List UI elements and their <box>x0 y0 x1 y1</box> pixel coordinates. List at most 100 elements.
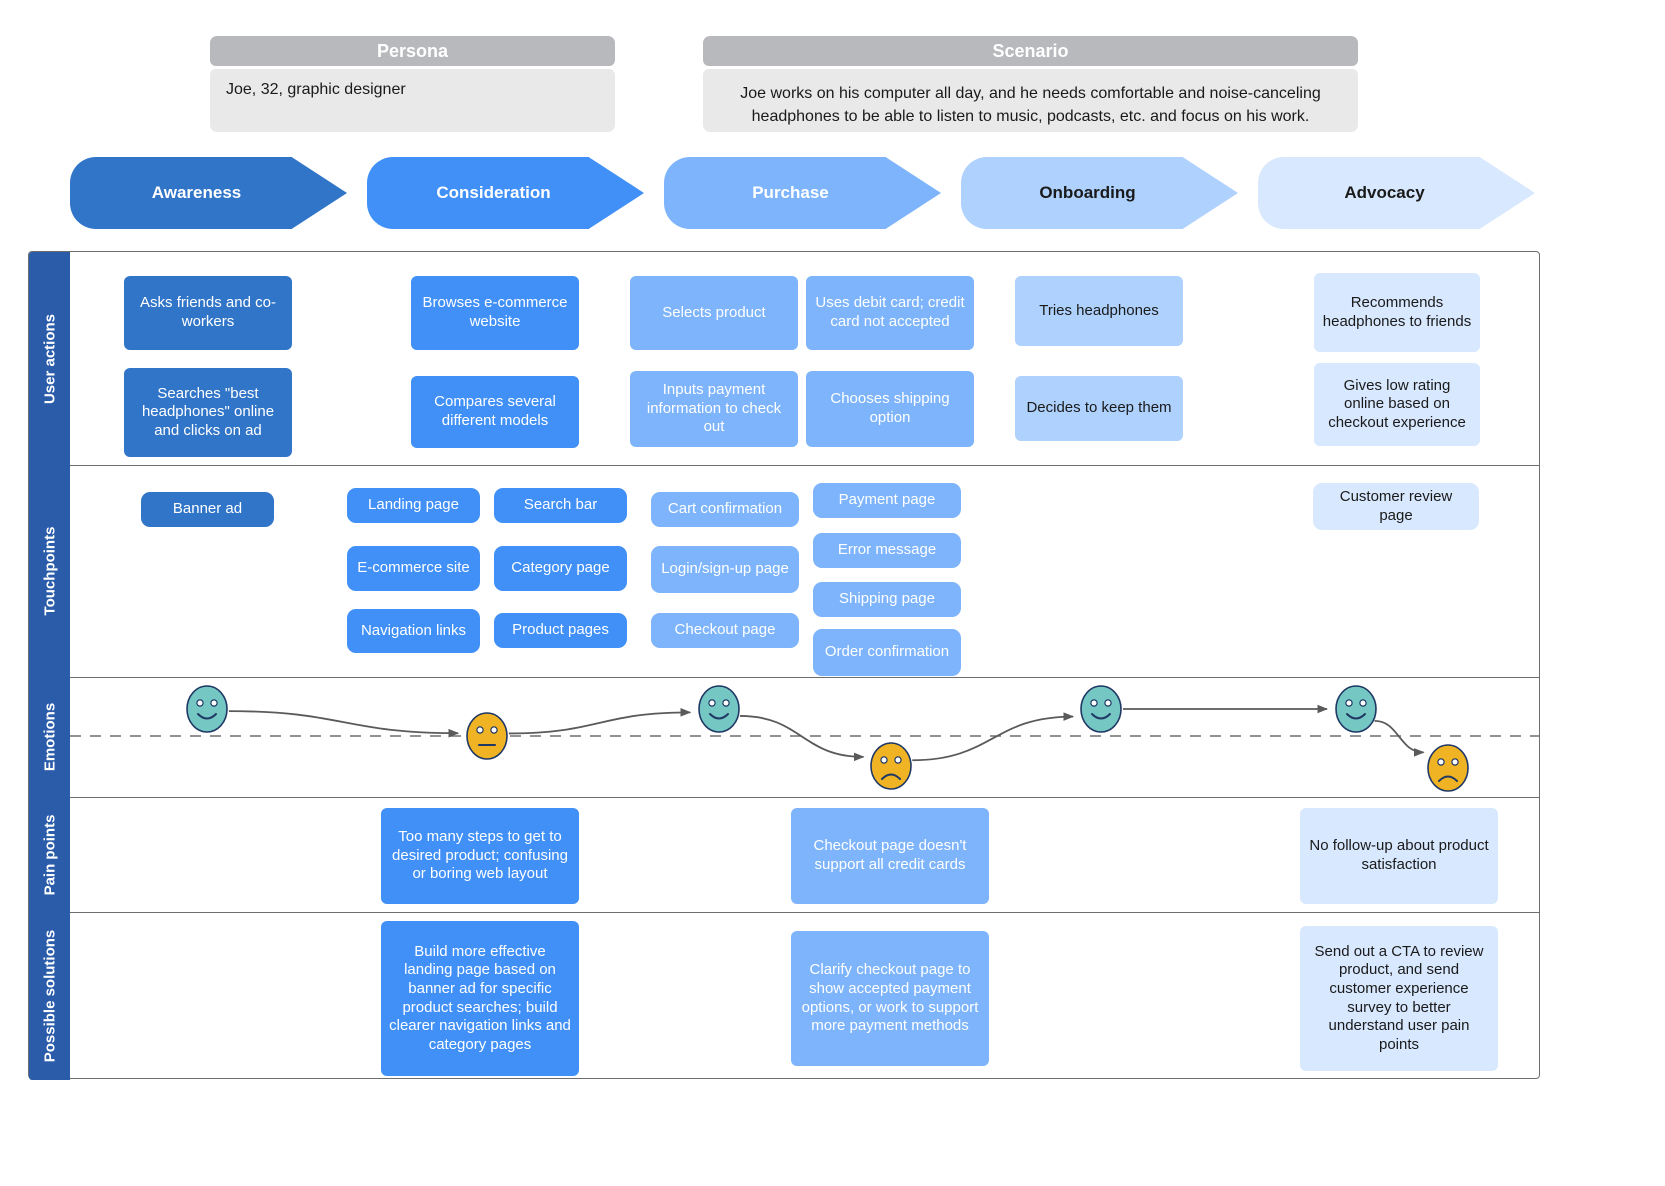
card-text: No follow-up about product satisfaction <box>1309 837 1489 873</box>
emotion-connector <box>739 715 865 762</box>
journey-card[interactable]: E-commerce site <box>347 546 480 591</box>
journey-card[interactable]: Shipping page <box>813 582 961 617</box>
card-text: Tries headphones <box>1039 301 1159 319</box>
journey-card[interactable]: Category page <box>494 546 627 591</box>
stage-onboarding[interactable]: Onboarding <box>961 157 1238 229</box>
card-text: Shipping page <box>839 590 935 608</box>
journey-card[interactable]: Landing page <box>347 488 480 523</box>
card-text: Checkout page <box>674 621 776 639</box>
journey-card[interactable]: Decides to keep them <box>1015 376 1183 441</box>
card-text: Login/sign-up page <box>661 560 789 578</box>
card-text: Banner ad <box>172 500 243 518</box>
journey-card[interactable]: No follow-up about product satisfaction <box>1300 808 1498 904</box>
emotion-face-sad[interactable] <box>870 742 912 790</box>
journey-card[interactable]: Checkout page doesn't support all credit… <box>791 808 989 904</box>
card-text: Too many steps to get to desired product… <box>392 828 568 883</box>
row-label-text: Emotions <box>41 702 58 772</box>
journey-card[interactable]: Gives low rating online based on checkou… <box>1314 363 1480 446</box>
journey-card[interactable]: Searches "best headphones" online and cl… <box>124 368 292 457</box>
card-text: Chooses shipping option <box>830 390 950 426</box>
emotion-face-happy[interactable] <box>1080 685 1122 733</box>
row-label-text: Pain points <box>41 814 58 895</box>
journey-card[interactable]: Send out a CTA to review product, and se… <box>1300 926 1498 1071</box>
card-text: Uses debit card; credit card not accepte… <box>815 294 965 330</box>
row-label-text: User actions <box>41 313 58 404</box>
journey-card[interactable]: Customer review page <box>1313 483 1479 530</box>
stage-label: Consideration <box>436 183 551 202</box>
stage-label: Onboarding <box>1039 183 1136 202</box>
stage-label: Advocacy <box>1344 183 1425 202</box>
card-text: Error message <box>837 541 937 559</box>
journey-card[interactable]: Recommends headphones to friends <box>1314 273 1480 352</box>
scenario-card: Scenario Joe works on his computer all d… <box>703 36 1358 132</box>
emotion-face-sad[interactable] <box>1427 744 1469 792</box>
card-text: Compares several different models <box>434 393 556 429</box>
card-text: Searches "best headphones" online and cl… <box>141 384 275 439</box>
row-label-user-actions: User actions <box>29 252 70 465</box>
journey-card[interactable]: Navigation links <box>347 609 480 653</box>
journey-card[interactable]: Cart confirmation <box>651 492 799 527</box>
emotion-face-happy[interactable] <box>698 685 740 733</box>
journey-card[interactable]: Inputs payment information to check out <box>630 371 798 447</box>
persona-title: Persona <box>210 36 615 66</box>
card-text: Checkout page doesn't support all credit… <box>813 837 967 873</box>
row-label-touchpoints: Touchpoints <box>29 465 70 677</box>
journey-card[interactable]: Browses e-commerce website <box>411 276 579 350</box>
scenario-title: Scenario <box>703 36 1358 66</box>
stage-advocacy[interactable]: Advocacy <box>1258 157 1535 229</box>
journey-card[interactable]: Payment page <box>813 483 961 518</box>
emotion-connector <box>1374 719 1425 757</box>
card-text: Inputs payment information to check out <box>646 381 782 436</box>
persona-text: Joe, 32, graphic designer <box>210 69 615 132</box>
journey-card[interactable]: Selects product <box>630 276 798 350</box>
journey-card[interactable]: Too many steps to get to desired product… <box>381 808 579 904</box>
card-text: E-commerce site <box>357 559 470 577</box>
journey-card[interactable]: Product pages <box>494 613 627 648</box>
journey-card[interactable]: Asks friends and co-workers <box>124 276 292 350</box>
card-text: Gives low rating online based on checkou… <box>1328 376 1466 431</box>
card-text: Category page <box>511 559 610 577</box>
journey-card[interactable]: Clarify checkout page to show accepted p… <box>791 931 989 1066</box>
row-label-possible-solutions: Possible solutions <box>29 912 70 1080</box>
persona-card: Persona Joe, 32, graphic designer <box>210 36 615 132</box>
card-text: Build more effective landing page based … <box>389 942 571 1053</box>
journey-card[interactable]: Order confirmation <box>813 629 961 676</box>
card-text: Payment page <box>838 491 936 509</box>
journey-card[interactable]: Build more effective landing page based … <box>381 921 579 1076</box>
journey-card[interactable]: Uses debit card; credit card not accepte… <box>806 276 974 350</box>
card-text: Selects product <box>662 303 766 321</box>
journey-card[interactable]: Compares several different models <box>411 376 579 448</box>
stage-consideration[interactable]: Consideration <box>367 157 644 229</box>
stage-purchase[interactable]: Purchase <box>664 157 941 229</box>
card-text: Order confirmation <box>824 643 950 661</box>
row-label-pain-points: Pain points <box>29 797 70 912</box>
row-divider <box>29 465 1539 466</box>
card-text: Navigation links <box>360 621 467 639</box>
journey-card[interactable]: Search bar <box>494 488 627 523</box>
journey-card[interactable]: Chooses shipping option <box>806 371 974 447</box>
emotion-connector <box>508 708 692 735</box>
row-label-text: Touchpoints <box>41 526 58 616</box>
card-text: Clarify checkout page to show accepted p… <box>801 961 979 1035</box>
emotion-face-happy[interactable] <box>186 685 228 733</box>
stage-label: Awareness <box>151 183 242 202</box>
stage-label: Purchase <box>752 183 829 202</box>
emotion-connector <box>228 710 460 738</box>
journey-card[interactable]: Checkout page <box>651 613 799 648</box>
card-text: Cart confirmation <box>667 500 783 518</box>
journey-card[interactable]: Tries headphones <box>1015 276 1183 346</box>
journey-card[interactable]: Error message <box>813 533 961 568</box>
emotion-face-happy[interactable] <box>1335 685 1377 733</box>
row-label-text: Possible solutions <box>41 929 58 1063</box>
journey-card[interactable]: Banner ad <box>141 492 274 527</box>
stage-awareness[interactable]: Awareness <box>70 157 347 229</box>
card-text: Send out a CTA to review product, and se… <box>1314 942 1484 1053</box>
card-text: Search bar <box>523 496 598 514</box>
row-divider <box>29 797 1539 798</box>
emotion-chart <box>70 685 1540 792</box>
card-text: Browses e-commerce website <box>422 294 568 330</box>
journey-card[interactable]: Login/sign-up page <box>651 546 799 593</box>
emotion-face-neutral[interactable] <box>466 712 508 760</box>
emotion-connector <box>912 712 1075 762</box>
